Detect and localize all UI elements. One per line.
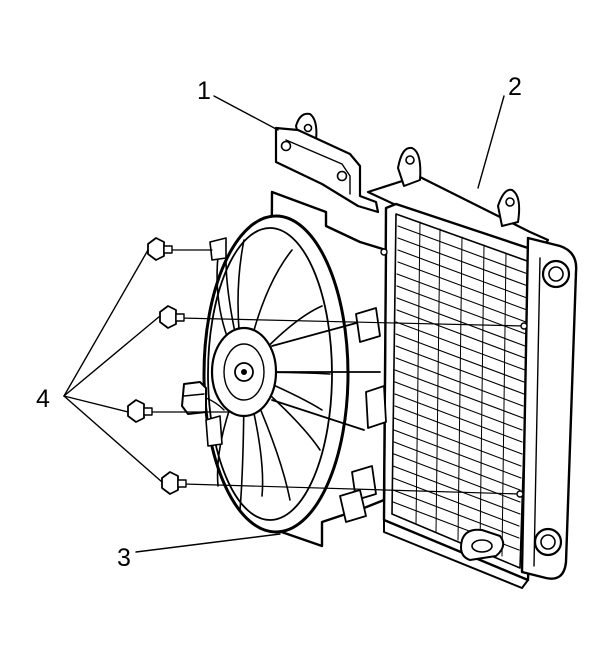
bolt-icon [127, 399, 153, 423]
bolt-icon [161, 471, 187, 495]
callout-4: 4 [36, 385, 50, 413]
bolt-icon [147, 237, 173, 261]
callout-2: 2 [508, 73, 522, 101]
bolts [127, 237, 528, 498]
radiator [295, 112, 578, 589]
callout-1: 1 [197, 77, 211, 105]
fan-shroud [181, 190, 388, 548]
leader-lines [63, 95, 505, 553]
bracket [274, 126, 380, 214]
callout-3: 3 [117, 544, 131, 572]
bolt-icon [159, 305, 185, 329]
